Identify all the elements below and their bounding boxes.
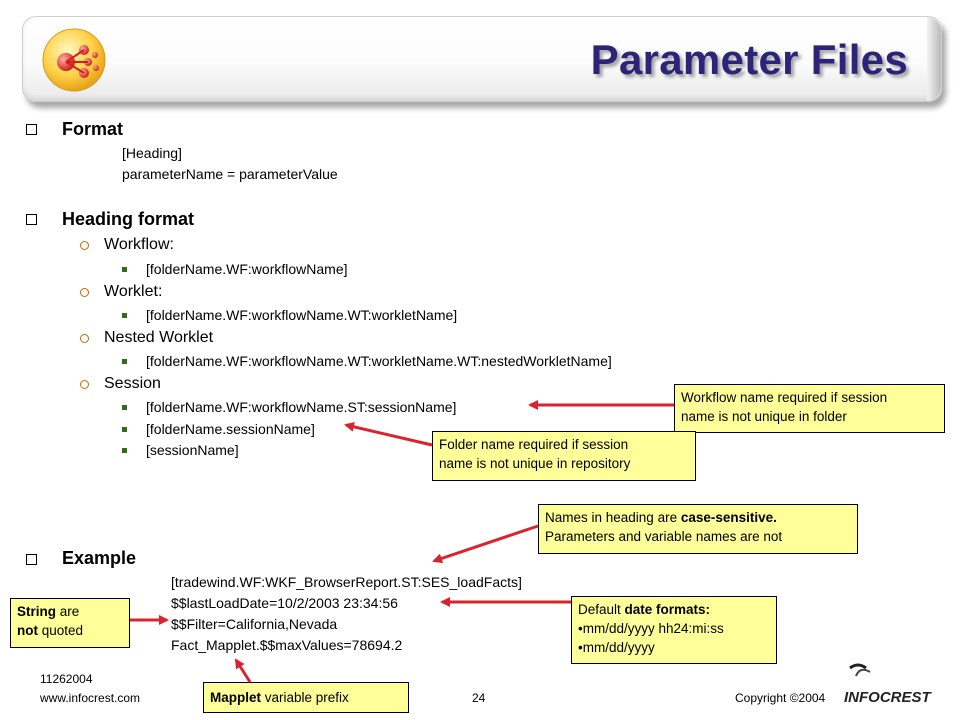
section-heading-heading-format: Heading format	[62, 209, 195, 229]
square-bullet-icon	[122, 267, 127, 272]
callout-emphasis: String	[17, 604, 56, 619]
callout-text: Folder name required if session	[439, 437, 629, 452]
format-line: [Heading]	[122, 145, 182, 161]
callout-text: •mm/dd/yyyy hh24:mi:ss	[578, 621, 724, 636]
circle-bullet-icon	[80, 334, 89, 343]
infocrest-logo-icon: INFOCREST	[844, 663, 933, 706]
circle-bullet-icon	[80, 380, 89, 389]
square-bullet-icon	[26, 124, 37, 135]
footer-url[interactable]: www.infocrest.com	[40, 691, 141, 705]
square-bullet-icon	[122, 448, 127, 453]
callout-text: •mm/dd/yyyy	[578, 640, 655, 655]
callout-text: Workflow name required if session	[681, 390, 888, 405]
callout-text: quoted	[38, 623, 84, 638]
list-subitem: [folderName.WF:workflowName]	[146, 261, 348, 277]
arrow-case-sensitive	[432, 524, 539, 564]
circle-bullet-icon	[80, 288, 89, 297]
callout-text: name is not unique in folder	[681, 409, 847, 424]
callout-mapplet-prefix: Mapplet variable prefix	[203, 682, 409, 713]
square-bullet-icon	[122, 359, 127, 364]
section-heading-format: Format	[62, 119, 124, 139]
list-subitem: [folderName.WF:workflowName.WT:workletNa…	[146, 353, 612, 369]
list-item-worklet: Worklet:	[104, 283, 163, 300]
example-line: Fact_Mapplet.$$maxValues=78694.2	[171, 637, 403, 653]
square-bullet-icon	[26, 554, 37, 565]
callout-folder-name: Folder name required if session name is …	[432, 431, 696, 481]
format-line: parameterName = parameterValue	[122, 166, 338, 182]
callout-date-formats: Default date formats: •mm/dd/yyyy hh24:m…	[571, 596, 777, 664]
arrow-folder-name	[344, 421, 433, 447]
list-item-nested-worklet: Nested Worklet	[104, 329, 214, 346]
arrow-mapplet-prefix	[234, 658, 252, 683]
callout-emphasis: case-sensitive.	[680, 510, 777, 525]
brand-text: INFOCREST	[844, 689, 933, 706]
footer-copyright: Copyright ©2004	[735, 691, 826, 705]
callout-workflow-name: Workflow name required if session name i…	[674, 384, 945, 433]
square-bullet-icon	[122, 405, 127, 410]
callout-emphasis: date formats:	[624, 602, 711, 617]
banner-edge	[927, 17, 941, 101]
list-subitem: [folderName.WF:workflowName.WT:workletNa…	[146, 307, 458, 323]
list-subitem: [folderName.sessionName]	[146, 421, 315, 437]
callout-string-quoted: String are not quoted	[10, 598, 130, 648]
callout-text: Names in heading are	[545, 510, 681, 525]
callout-text: variable prefix	[261, 690, 349, 705]
square-bullet-icon	[122, 427, 127, 432]
logo-graphic-icon	[42, 28, 106, 92]
circle-bullet-icon	[80, 241, 89, 250]
square-bullet-icon	[26, 214, 37, 225]
callout-emphasis: not	[17, 623, 38, 638]
callout-case-sensitive: Names in heading are case-sensitive. Par…	[538, 504, 858, 554]
list-item-workflow: Workflow:	[104, 236, 174, 253]
example-line: [tradewind.WF:WKF_BrowserReport.ST:SES_l…	[171, 574, 522, 590]
footer-doc-id: 11262004	[40, 672, 93, 686]
list-item-session: Session	[104, 375, 161, 392]
square-bullet-icon	[122, 313, 127, 318]
title-banner	[22, 16, 942, 102]
list-subitem: [sessionName]	[146, 442, 239, 458]
callout-text: Parameters and variable names are not	[545, 529, 783, 544]
section-heading-example: Example	[62, 548, 137, 568]
example-line: $$lastLoadDate=10/2/2003 23:34:56	[171, 595, 398, 611]
example-line: $$Filter=California,Nevada	[171, 616, 338, 632]
callout-emphasis: Mapplet	[210, 690, 262, 705]
page-title: Parameter Files	[590, 36, 908, 83]
callout-text: name is not unique in repository	[439, 456, 631, 471]
list-subitem: [folderName.WF:workflowName.ST:sessionNa…	[146, 399, 457, 415]
footer-page-number: 24	[472, 691, 486, 705]
callout-text: are	[56, 604, 80, 619]
callout-text: Default	[578, 602, 625, 617]
